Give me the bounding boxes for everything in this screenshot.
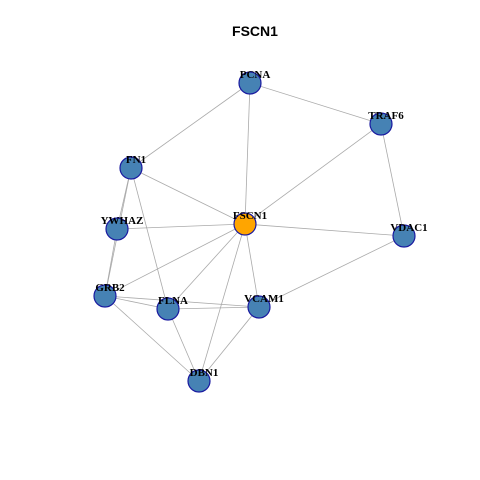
node-layer [93,71,416,393]
edge-vdac1-vcam1 [258,235,405,308]
edge-pcna-fn1 [130,82,251,169]
node-label-traf6: TRAF6 [368,110,404,122]
edge-fscn1-flna [167,223,246,310]
node-label-pcna: PCNA [240,69,271,81]
edge-flna-dbn1 [167,308,200,382]
node-label-grb2: GRB2 [95,282,125,294]
node-label-fn1: FN1 [126,154,146,166]
node-pcna [238,71,262,95]
edge-fscn1-dbn1 [198,223,246,382]
node-dbn1 [187,369,211,393]
edge-traf6-fscn1 [244,123,382,225]
node-label-vdac1: VDAC1 [390,222,427,234]
edge-fscn1-ywhaz [116,223,246,230]
diagram-title: FSCN1 [232,23,278,39]
edge-pcna-fscn1 [244,82,251,225]
node-traf6 [369,112,393,136]
node-flna [156,297,180,321]
edge-fscn1-vdac1 [244,223,405,237]
edge-flna-vcam1 [167,306,260,310]
edge-fscn1-vcam1 [244,223,260,308]
edge-layer [104,82,405,382]
node-label-dbn1: DBN1 [190,367,219,379]
node-grb2 [93,284,117,308]
edge-grb2-vcam1 [104,295,260,308]
node-vdac1 [392,224,416,248]
edge-fscn1-grb2 [104,223,246,297]
edge-fn1-fscn1 [130,167,246,225]
edge-fn1-flna [130,167,169,310]
node-vcam1 [247,295,271,319]
node-fn1 [119,156,143,180]
node-label-fscn1: FSCN1 [233,210,267,222]
edge-vcam1-dbn1 [198,306,260,382]
node-fscn1 [233,212,257,236]
node-label-ywhaz: YWHAZ [101,215,144,227]
edge-pcna-traf6 [249,82,382,125]
edge-traf6-vdac1 [380,123,405,237]
node-label-flna: FLNA [158,295,188,307]
node-label-vcam1: VCAM1 [244,293,284,305]
edge-grb2-dbn1 [104,295,200,382]
node-ywhaz [105,217,129,241]
